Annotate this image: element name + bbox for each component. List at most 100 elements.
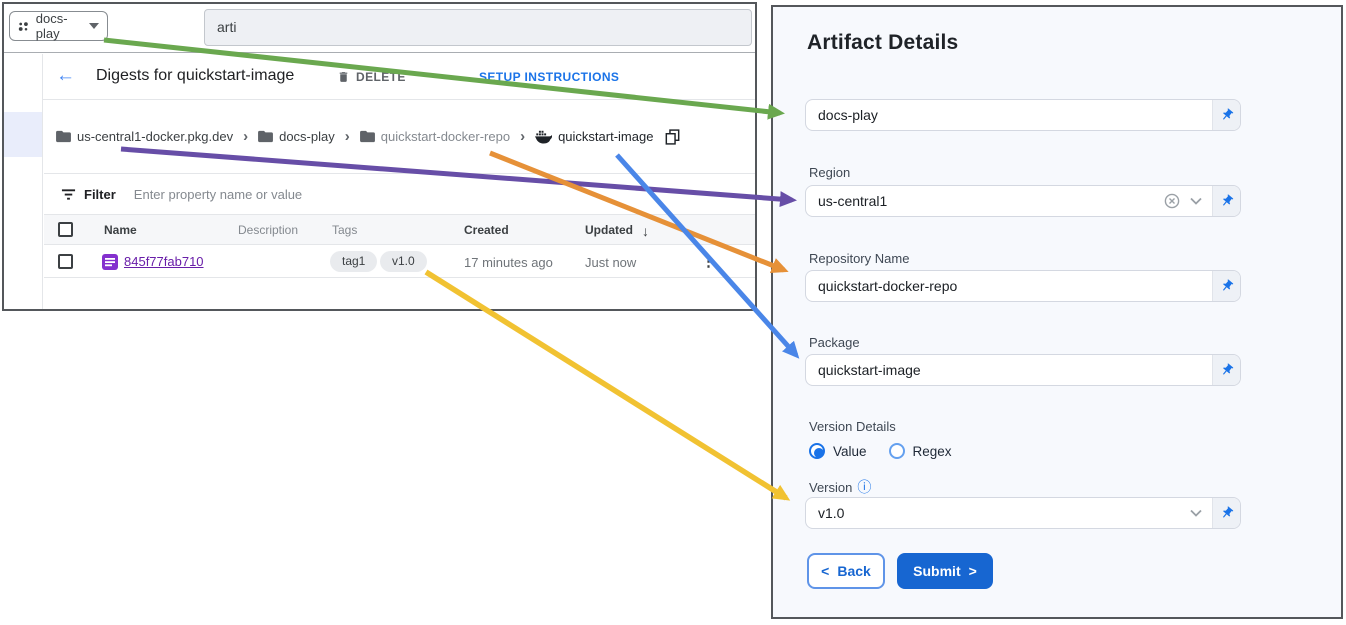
region-label: Region	[809, 165, 851, 180]
digest-link[interactable]: 845f77fab710	[124, 254, 204, 269]
version-details-radios: Value Regex	[809, 443, 952, 459]
tag-chip[interactable]: tag1	[330, 251, 378, 272]
info-icon[interactable]: ⓘ	[857, 479, 872, 495]
row-more-actions-icon[interactable]: ⋮	[701, 253, 716, 270]
breadcrumb-label: quickstart-docker-repo	[380, 129, 511, 144]
pushpin-icon	[1222, 108, 1233, 120]
version-field-value[interactable]: v1.0	[818, 505, 845, 521]
console-screenshot: docs-play arti ← Digests for quickstart-…	[2, 2, 757, 311]
chevron-down-icon[interactable]	[1190, 509, 1202, 517]
version-field[interactable]: v1.0	[805, 497, 1241, 529]
left-nav-strip	[4, 54, 43, 309]
filter-bar[interactable]: Filter Enter property name or value	[44, 173, 755, 214]
folder-icon	[258, 130, 274, 143]
radio-selected-icon[interactable]	[809, 443, 825, 459]
select-all-checkbox[interactable]	[58, 222, 73, 237]
pin-cell[interactable]	[1212, 498, 1240, 528]
chevron-down-icon	[89, 23, 99, 29]
project-field[interactable]: docs-play	[805, 99, 1241, 131]
repository-name-field-value[interactable]: quickstart-docker-repo	[818, 278, 958, 294]
radio-value-label: Value	[833, 443, 867, 459]
package-label: Package	[809, 335, 860, 350]
table-row[interactable]: 845f77fab710 tag1 v1.0 17 minutes ago Ju…	[44, 246, 755, 278]
sort-arrow-down-icon[interactable]: ↓	[642, 223, 649, 239]
pin-cell[interactable]	[1212, 355, 1240, 385]
radio-regex-label: Regex	[912, 443, 952, 459]
column-header-description[interactable]: Description	[238, 223, 299, 237]
back-button[interactable]: < Back	[807, 553, 885, 589]
radio-value[interactable]: Value	[809, 443, 867, 459]
folder-icon	[56, 130, 71, 143]
created-cell: 17 minutes ago	[464, 255, 553, 270]
search-input[interactable]: arti	[204, 9, 752, 46]
breadcrumb-item-package[interactable]: quickstart-image	[535, 129, 653, 144]
breadcrumb-separator: ›	[243, 128, 249, 145]
column-header-tags[interactable]: Tags	[332, 223, 358, 237]
chevron-right-icon: >	[968, 563, 977, 579]
tag-chip[interactable]: v1.0	[380, 251, 427, 272]
pin-cell[interactable]	[1212, 271, 1240, 301]
chevron-left-icon: <	[821, 563, 830, 579]
folder-icon	[359, 130, 375, 143]
breadcrumb-item-registry-host[interactable]: us-central1-docker.pkg.dev	[56, 129, 233, 144]
region-field[interactable]: us-central1	[805, 185, 1241, 217]
breadcrumb-label: quickstart-image	[558, 129, 654, 144]
filter-label: Filter	[84, 186, 116, 202]
radio-unselected-icon[interactable]	[888, 443, 905, 459]
cloud-project-icon	[18, 21, 28, 31]
table-header: Name Description Tags Created Updated ↓	[44, 214, 755, 245]
breadcrumb-separator: ›	[344, 128, 350, 145]
breadcrumb-row: us-central1-docker.pkg.dev › docs-play ›…	[44, 100, 755, 173]
radio-regex[interactable]: Regex	[888, 443, 952, 459]
project-selector-label: docs-play	[35, 11, 68, 41]
submit-button[interactable]: Submit >	[897, 553, 993, 589]
package-field-value[interactable]: quickstart-image	[818, 362, 921, 378]
column-header-name[interactable]: Name	[104, 223, 137, 237]
pushpin-icon	[1222, 363, 1233, 375]
row-checkbox[interactable]	[58, 254, 73, 269]
console-topbar: docs-play arti	[4, 4, 755, 53]
pin-cell[interactable]	[1212, 186, 1240, 216]
package-field[interactable]: quickstart-image	[805, 354, 1241, 386]
version-details-label: Version Details	[809, 419, 896, 434]
copy-icon[interactable]	[665, 128, 680, 145]
pushpin-icon	[1222, 506, 1233, 518]
project-field-value[interactable]: docs-play	[818, 107, 878, 123]
filter-placeholder: Enter property name or value	[133, 186, 303, 202]
back-button-label: Back	[837, 563, 871, 579]
clear-icon[interactable]	[1164, 193, 1180, 209]
page-title: Digests for quickstart-image	[96, 67, 295, 84]
delete-button-label: DELETE	[356, 70, 406, 84]
breadcrumb-item-project[interactable]: docs-play	[258, 129, 335, 144]
breadcrumb: us-central1-docker.pkg.dev › docs-play ›…	[56, 128, 680, 145]
breadcrumb-label: docs-play	[279, 129, 335, 144]
region-field-value[interactable]: us-central1	[818, 193, 888, 209]
breadcrumb-separator: ›	[520, 128, 526, 145]
version-label-row: Version ⓘ	[809, 477, 871, 497]
artifact-details-panel: Artifact Details docs-play Region us-cen…	[771, 5, 1343, 619]
trash-icon	[339, 72, 348, 82]
breadcrumb-item-repository[interactable]: quickstart-docker-repo	[359, 129, 511, 144]
nav-highlight[interactable]	[4, 112, 42, 157]
repository-name-field[interactable]: quickstart-docker-repo	[805, 270, 1241, 302]
setup-instructions-button[interactable]: SETUP INSTRUCTIONS	[479, 70, 620, 84]
updated-cell: Just now	[585, 255, 637, 270]
docker-whale-icon	[535, 130, 553, 144]
page-header: ← Digests for quickstart-image DELETE SE…	[4, 54, 755, 100]
pushpin-icon	[1222, 194, 1233, 206]
pin-cell[interactable]	[1212, 100, 1240, 130]
filter-icon	[61, 187, 76, 202]
version-label: Version	[809, 479, 853, 495]
delete-button[interactable]: DELETE	[337, 70, 406, 84]
panel-title: Artifact Details	[807, 31, 959, 54]
chevron-down-icon[interactable]	[1190, 197, 1202, 205]
column-header-updated[interactable]: Updated	[585, 223, 633, 237]
digest-icon	[102, 254, 118, 270]
breadcrumb-label: us-central1-docker.pkg.dev	[77, 129, 234, 144]
column-header-created[interactable]: Created	[464, 223, 509, 237]
submit-button-label: Submit	[913, 563, 961, 579]
repository-name-label: Repository Name	[809, 251, 910, 266]
pushpin-icon	[1222, 279, 1233, 291]
back-arrow-icon[interactable]: ←	[56, 65, 75, 86]
project-selector[interactable]: docs-play	[9, 11, 108, 41]
